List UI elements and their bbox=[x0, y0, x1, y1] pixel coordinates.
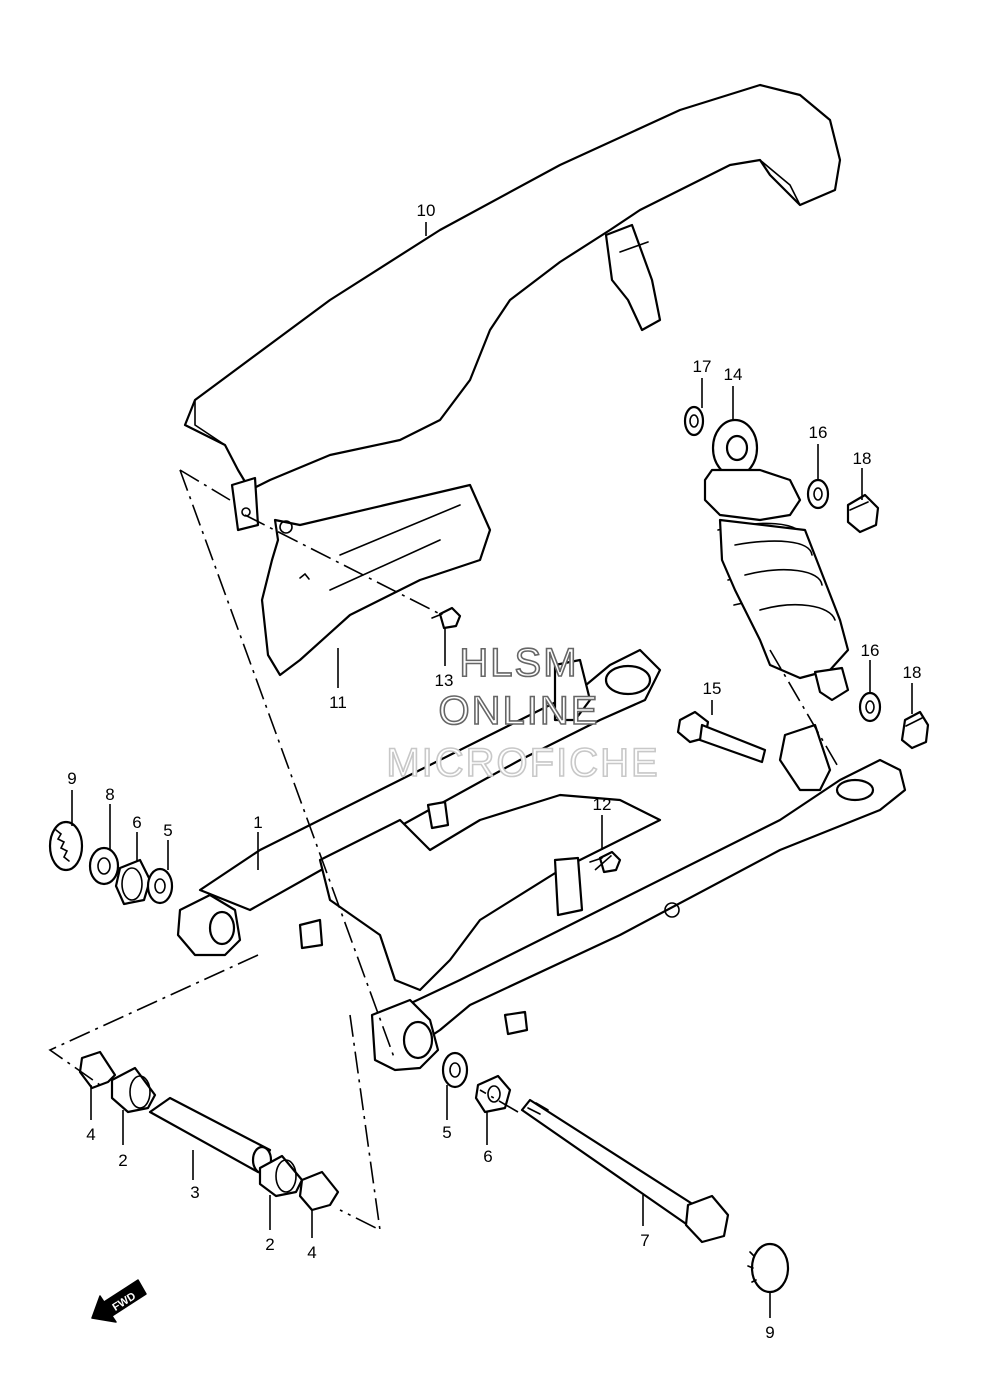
collar-part-4-left bbox=[78, 1050, 117, 1090]
callout-3: 3 bbox=[190, 1183, 199, 1202]
collar-part-8 bbox=[88, 846, 120, 886]
bearing-part-2-left bbox=[110, 1066, 157, 1114]
cap-part-9-lower bbox=[747, 1242, 790, 1294]
bearing-part-2-right bbox=[258, 1154, 304, 1198]
assembly-lines bbox=[48, 469, 841, 1232]
watermark-line-1: HLSM bbox=[459, 641, 578, 685]
callout-1: 1 bbox=[253, 813, 262, 832]
callout-11: 11 bbox=[329, 693, 347, 712]
callout-17: 17 bbox=[693, 357, 712, 376]
callout-9-upper: 9 bbox=[67, 769, 76, 788]
forward-arrow-icon: FWD bbox=[91, 1279, 147, 1323]
washer-part-16-upper bbox=[806, 478, 830, 510]
callout-16-upper: 16 bbox=[809, 423, 828, 442]
washer-part-16-lower bbox=[858, 691, 882, 723]
collar-part-4-right bbox=[298, 1170, 340, 1212]
callout-4-right: 4 bbox=[307, 1243, 316, 1262]
callout-16-lower: 16 bbox=[861, 641, 880, 660]
callout-2-right: 2 bbox=[265, 1235, 274, 1254]
spacer-part-3 bbox=[148, 1096, 273, 1175]
leader-lines bbox=[71, 222, 913, 1318]
callout-15: 15 bbox=[703, 679, 722, 698]
callout-14: 14 bbox=[724, 365, 743, 384]
nut-part-18-upper bbox=[846, 493, 880, 534]
watermark-line-3: MICROFICHE bbox=[386, 741, 659, 785]
bearing-part-6-upper bbox=[114, 858, 152, 906]
watermark: HLSM ONLINE MICROFICHE bbox=[386, 640, 659, 786]
callout-18-upper: 18 bbox=[853, 449, 872, 468]
callout-6-lower: 6 bbox=[483, 1147, 492, 1166]
callout-9-lower: 9 bbox=[765, 1323, 774, 1342]
callout-12: 12 bbox=[593, 795, 612, 814]
washer-part-5-lower bbox=[441, 1051, 469, 1089]
callout-labels: 1 2 2 3 4 4 5 5 6 6 7 8 9 9 10 11 12 13 … bbox=[67, 201, 921, 1342]
washer-part-17 bbox=[683, 405, 705, 437]
nut-part-18-lower bbox=[900, 710, 930, 750]
washer-part-5-upper bbox=[146, 867, 174, 905]
chain-guard-part-11 bbox=[260, 483, 492, 677]
callout-6-upper: 6 bbox=[132, 813, 141, 832]
cap-part-9-upper bbox=[48, 820, 84, 872]
callout-5-upper: 5 bbox=[163, 821, 172, 840]
callout-13: 13 bbox=[435, 671, 454, 690]
callout-4-left: 4 bbox=[86, 1125, 95, 1144]
shock-bolt-part-15 bbox=[676, 710, 767, 764]
collar-part-6-lower bbox=[474, 1074, 512, 1114]
chain-case-part-10 bbox=[183, 83, 842, 532]
watermark-line-2: ONLINE bbox=[439, 689, 600, 733]
callout-8: 8 bbox=[105, 785, 114, 804]
callout-5-lower: 5 bbox=[442, 1123, 451, 1142]
callout-10: 10 bbox=[417, 201, 436, 220]
swing-arm-part-1 bbox=[176, 648, 907, 1072]
shock-absorber-part-14 bbox=[703, 418, 850, 702]
bolt-part-12 bbox=[589, 850, 622, 874]
callout-2-left: 2 bbox=[118, 1151, 127, 1170]
callout-18-lower: 18 bbox=[903, 663, 922, 682]
bolt-part-13 bbox=[431, 606, 462, 630]
callout-7: 7 bbox=[640, 1231, 649, 1250]
pivot-bolt-part-7 bbox=[520, 1098, 730, 1244]
